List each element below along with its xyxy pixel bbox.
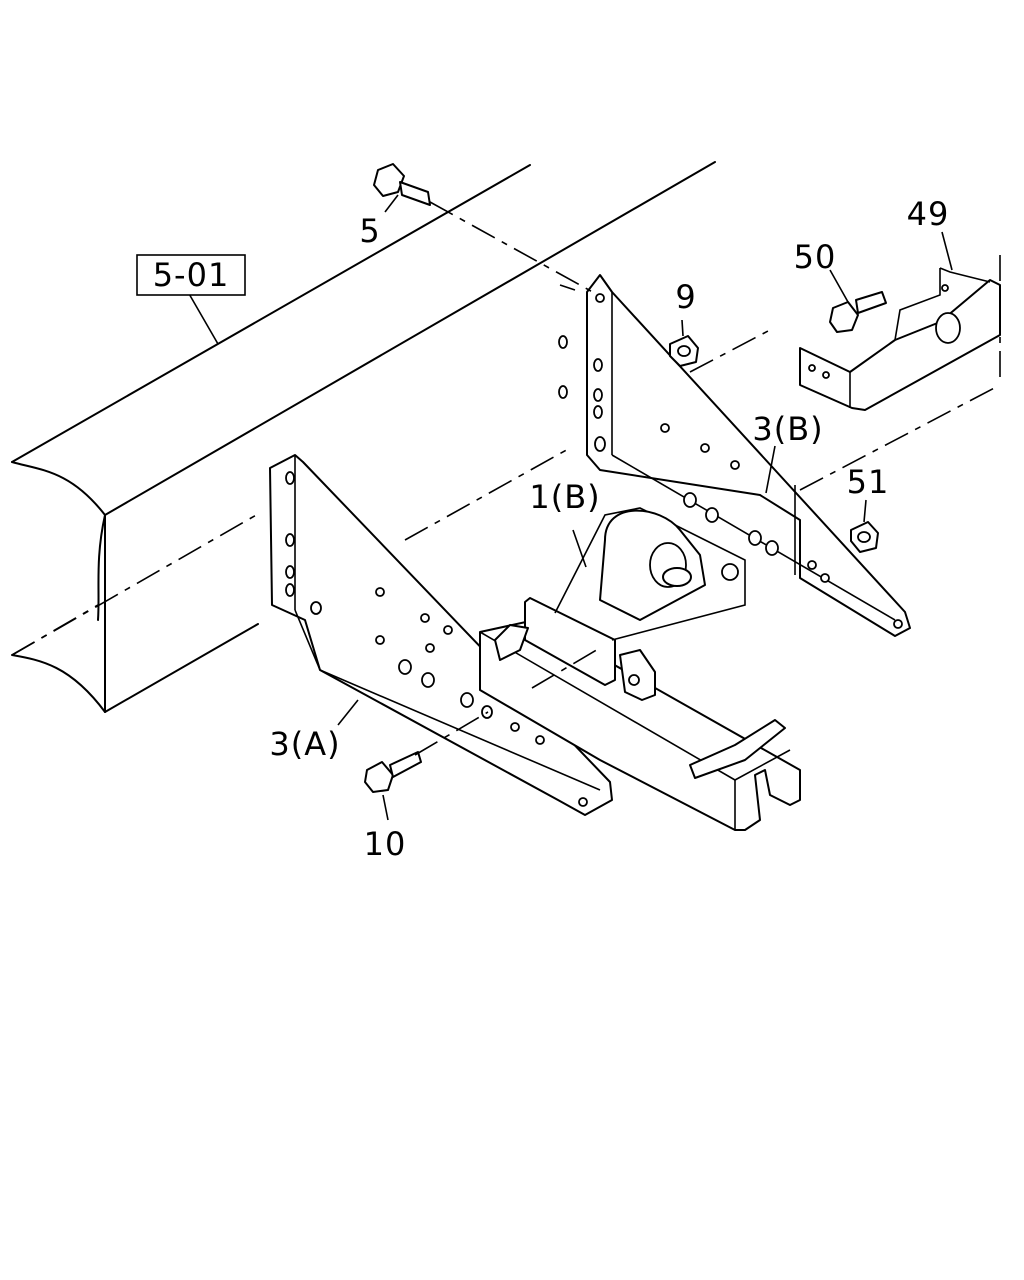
- callout-49: 49: [907, 195, 950, 233]
- callout-3a: 3(A): [269, 725, 340, 763]
- callout-50: 50: [794, 238, 837, 276]
- reference-label: 5-01: [153, 256, 230, 294]
- cross-channel: [479, 619, 801, 831]
- callout-9: 9: [675, 278, 696, 316]
- reference-box: 5-01: [136, 254, 246, 296]
- frame-rail: [11, 161, 716, 713]
- leader-lines: [187, 194, 953, 821]
- bracket-3b: [558, 274, 911, 637]
- callout-5: 5: [359, 212, 380, 250]
- callout-1b: 1(B): [529, 478, 600, 516]
- bolt-5: [373, 163, 431, 206]
- callout-10: 10: [364, 825, 407, 863]
- callout-51: 51: [847, 463, 890, 501]
- bolt-10: [364, 751, 422, 793]
- bolt-50: [829, 291, 887, 333]
- cover-49: [794, 255, 1001, 575]
- nut-9: [669, 335, 699, 367]
- nut-51: [850, 521, 879, 553]
- alignment-lines: [404, 201, 771, 756]
- callout-3b: 3(B): [752, 410, 823, 448]
- carrier-1b: [494, 507, 746, 701]
- bracket-3a: [269, 454, 613, 816]
